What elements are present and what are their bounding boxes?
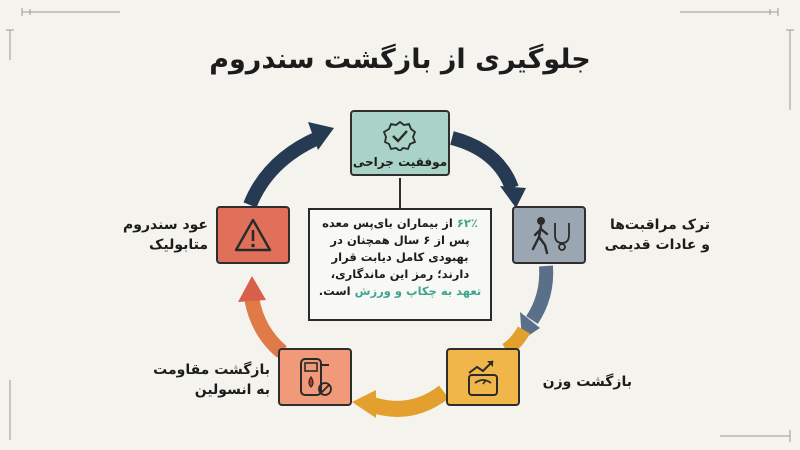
arrow-head-weight-to-insulin	[352, 390, 376, 418]
center-line5-text: است.	[318, 284, 355, 298]
label-weight-text: بازگشت وزن	[542, 374, 632, 390]
node-insulin-resistance	[278, 348, 352, 406]
node-metabolic-relapse	[216, 206, 290, 264]
center-line-3: بهبودی کامل دیابت قرار	[331, 250, 469, 264]
checkmark-badge-icon	[383, 121, 417, 151]
label-metabolic-line2: متابولیک	[149, 237, 208, 253]
center-line-2: پس از ۶ سال همچنان در	[330, 233, 470, 247]
page-title: جلوگیری از بازگشت سندروم	[209, 44, 591, 75]
node-surgery-label: موفقیت جراحی	[352, 155, 448, 169]
node-surgery-success: موفقیت جراحی	[350, 110, 450, 176]
node-weight-regain	[446, 348, 520, 406]
center-info-box: ۶۲٪ از بیماران بای‌پس معده پس از ۶ سال ه…	[308, 208, 492, 321]
label-abandon-line1: ترک مراقبت‌ها	[609, 217, 710, 233]
arrow-head-metabolic-to-surgery	[308, 122, 334, 150]
label-abandon-habits: ترک مراقبت‌ها و عادات قدیمی	[590, 215, 710, 255]
node-abandon-habits	[512, 206, 586, 264]
center-line-1: ۶۲٪ از بیماران بای‌پس معده	[318, 215, 482, 232]
arrow-insulin-to-metabolic	[244, 298, 287, 358]
center-highlight: تعهد به چکاپ و ورزش	[354, 284, 482, 298]
warning-triangle-icon	[234, 218, 272, 252]
arrow-surgery-to-abandon	[450, 131, 519, 191]
label-metabolic-line1: عود سندروم	[123, 217, 208, 233]
label-insulin-line1: بازگشت مقاومت	[153, 362, 270, 378]
center-percentage: ۶۲٪	[456, 216, 478, 230]
center-line-5: تعهد به چکاپ و ورزش است.	[318, 283, 482, 300]
arrow-abandon-to-weight	[526, 265, 554, 324]
label-insulin-line2: به انسولین	[194, 382, 270, 398]
label-weight-regain: بازگشت وزن	[522, 372, 632, 392]
label-insulin-resistance: بازگشت مقاومت به انسولین	[150, 360, 270, 400]
arrow-head-insulin-to-metabolic	[238, 276, 266, 302]
glucose-meter-icon	[300, 358, 332, 396]
center-line-4: دارند؛ رمز این ماندگاری،	[330, 267, 470, 281]
frame-ruler-marks	[6, 8, 794, 442]
scale-trend-icon	[468, 360, 498, 396]
label-abandon-line2: و عادات قدیمی	[604, 237, 710, 253]
arrow-weight-to-insulin	[367, 385, 449, 417]
center-line1-text: از بیماران بای‌پس معده	[322, 216, 457, 230]
label-metabolic-relapse: عود سندروم متابولیک	[96, 215, 208, 255]
arrow-head-surgery-to-abandon	[500, 186, 526, 208]
walking-person-stethoscope-icon	[531, 217, 570, 255]
arrow-metabolic-to-surgery	[243, 131, 321, 208]
arrow-into-weight	[502, 326, 531, 357]
